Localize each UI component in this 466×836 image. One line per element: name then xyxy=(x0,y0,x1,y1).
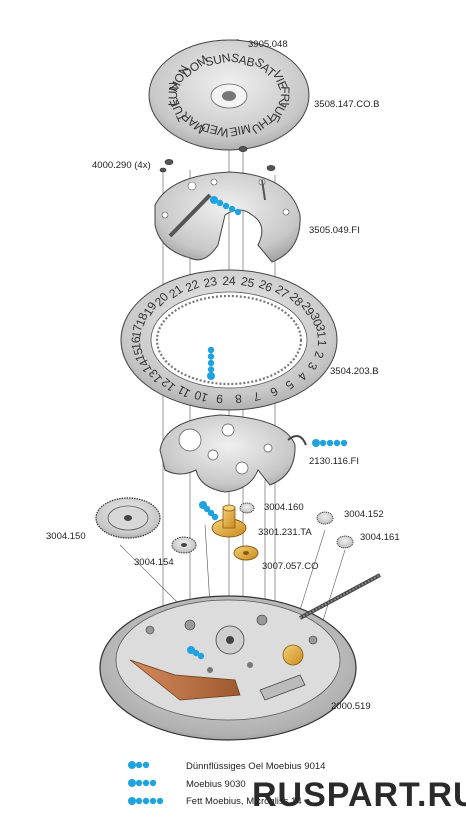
base-movement-2000-519 xyxy=(99,595,357,741)
oil-drop-pinion xyxy=(211,513,219,521)
oil-drop-pinion xyxy=(207,509,215,517)
oil-drop-date-disc xyxy=(207,372,215,380)
date-disc-label: 9 xyxy=(215,391,223,406)
day-disc-label: SAB xyxy=(230,50,257,69)
legend-drop-dot xyxy=(149,797,157,805)
oil-drop-date-disc xyxy=(207,366,215,373)
lubrication-legend: Dünnflüssiges Oel Moebius 9014 Moebius 9… xyxy=(128,761,325,807)
day-disc-label: FRI xyxy=(278,86,293,106)
legend-drop-dot xyxy=(135,797,143,805)
date-disc-label: 17 xyxy=(129,323,145,339)
oil-drop-markers xyxy=(187,196,348,660)
date-jumper-plate-2130-116 xyxy=(159,414,307,493)
oil-drop-calendar-plate xyxy=(210,196,218,204)
oil-drop-jumper-plate xyxy=(333,439,341,447)
wheel-3004-152 xyxy=(316,511,334,525)
date-disc-label: 30 xyxy=(307,311,325,329)
legend-grease-dots xyxy=(128,797,164,805)
label-3004-161: 3004.161 xyxy=(360,532,400,543)
label-3905-048: 3905.048 xyxy=(248,39,288,50)
wheel-3004-150 xyxy=(95,497,161,539)
legend-drop-dot xyxy=(128,761,136,769)
label-3004-160: 3004.160 xyxy=(264,502,304,513)
oil-drop-date-disc xyxy=(207,353,215,360)
legend-drop-dot xyxy=(142,761,150,769)
winding-stem xyxy=(299,573,381,620)
legend-drop-dot xyxy=(156,797,164,805)
wheel-3004-161 xyxy=(336,535,354,549)
oil-drop-calendar-plate xyxy=(216,199,224,207)
legend-label-grease: Fett Moebius, Microgliss 14 xyxy=(186,796,302,807)
label-2000-519: 2000.519 xyxy=(331,701,371,712)
legend-moebius-9030-dots xyxy=(128,779,157,787)
brass-pinion-3301-231 xyxy=(211,504,247,538)
label-3505-049: 3505.049.FI xyxy=(309,225,360,236)
oil-drop-date-disc xyxy=(207,346,215,354)
date-disc-label: 14 xyxy=(136,357,155,375)
date-disc-label: 25 xyxy=(240,274,256,290)
date-disc-label: 15 xyxy=(130,346,147,363)
label-3504-203: 3504.203.B xyxy=(330,366,379,377)
date-disc-label: 16 xyxy=(129,336,144,350)
screws-4000-290 xyxy=(159,146,276,173)
legend-label-moebius-9030: Moebius 9030 xyxy=(186,779,246,790)
day-disc-label: WED xyxy=(199,120,230,141)
date-disc-label: 22 xyxy=(183,277,201,295)
oil-drop-calendar-plate xyxy=(234,208,242,216)
oil-drop-pinion xyxy=(203,505,211,513)
date-disc-label: 24 xyxy=(222,274,236,288)
legend-drop-dot xyxy=(142,797,150,805)
date-disc-label: 7 xyxy=(251,389,262,404)
date-disc-label: 31 xyxy=(313,323,329,339)
calendar-plate-3505-049 xyxy=(154,171,301,263)
wheel-3004-160 xyxy=(239,502,255,514)
day-disc-label: SUN xyxy=(204,50,232,69)
legend-drop-dot xyxy=(128,797,136,805)
label-3508-147: 3508.147.CO.B xyxy=(314,99,380,110)
oil-drop-jumper-plate xyxy=(340,439,348,447)
legend-drop-dot xyxy=(128,779,136,787)
legend-oil-9014-dots xyxy=(128,761,150,769)
day-disc-label: LUN xyxy=(166,82,181,106)
label-3301-231: 3301.231.TA xyxy=(258,527,312,538)
oil-drop-calendar-plate xyxy=(222,202,230,210)
watermark: RUSPART.RU xyxy=(252,776,466,814)
label-2130-116: 2130.116.FI xyxy=(309,456,359,467)
oil-drop-calendar-plate xyxy=(228,205,236,213)
date-disc-label: 10 xyxy=(192,388,209,405)
label-3007-057: 3007.057.CO xyxy=(262,561,319,572)
wheel-3004-154 xyxy=(171,536,197,554)
legend-drop-dot xyxy=(142,779,150,787)
date-disc-label: 8 xyxy=(234,391,242,406)
oil-drop-base xyxy=(197,652,205,660)
oil-drop-jumper-plate xyxy=(312,439,320,447)
brass-wheel-3007-057 xyxy=(233,545,259,561)
oil-drop-jumper-plate xyxy=(319,439,327,447)
date-disc-label: 2 xyxy=(311,350,326,360)
date-disc-label: 26 xyxy=(257,277,275,295)
legend-drop-dot xyxy=(135,779,143,787)
label-3004-150: 3004.150 xyxy=(46,531,86,542)
part-labels: 3905.048 3508.147.CO.B 4000.290 (4x) 350… xyxy=(46,39,400,712)
date-disc-label: 1 xyxy=(315,339,329,347)
label-3004-152: 3004.152 xyxy=(344,509,384,520)
label-4000-290: 4000.290 (4x) xyxy=(92,160,151,171)
day-disc-3508-147: SABSATVIEFRIJUETHUMIEWEDMARTUELUNMONDOMS… xyxy=(148,39,310,151)
day-disc-label: MIE xyxy=(228,121,252,139)
oil-drop-base xyxy=(192,649,200,657)
legend-drop-dot xyxy=(149,779,157,787)
legend-drop-dot xyxy=(135,761,143,769)
legend-label-oil-9014: Dünnflüssiges Oel Moebius 9014 xyxy=(186,761,325,772)
oil-drop-jumper-plate xyxy=(326,439,334,447)
date-disc-label: 18 xyxy=(133,311,151,329)
oil-drop-date-disc xyxy=(207,359,215,367)
label-3004-154: 3004.154 xyxy=(134,557,174,568)
date-disc-label: 23 xyxy=(202,274,218,290)
